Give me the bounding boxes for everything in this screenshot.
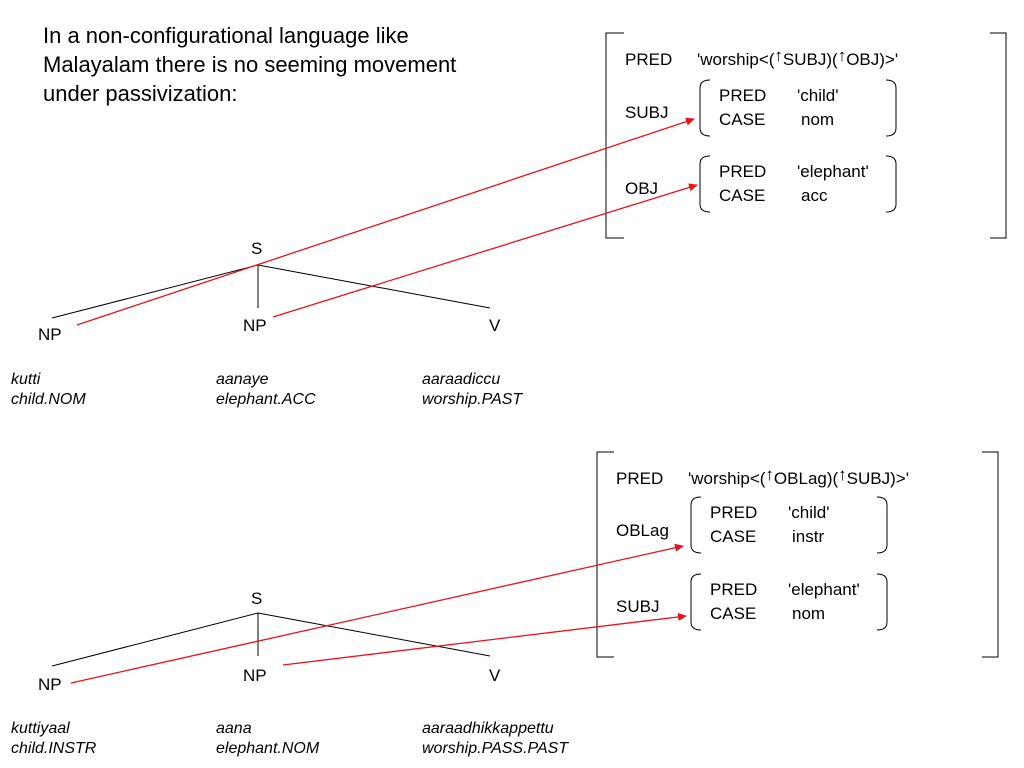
active-word-1: kutti child.NOM bbox=[11, 370, 86, 410]
active-fs-obj-case-attr: CASE bbox=[719, 186, 766, 205]
active-word-2: aanaye elephant.ACC bbox=[216, 370, 316, 410]
active-fs-subj-case-attr: CASE bbox=[719, 110, 766, 129]
active-fs-subj-attr: SUBJ bbox=[625, 103, 669, 122]
active-obj-left-bracket bbox=[699, 155, 711, 213]
passive-fs-pred-value-arg1: OBLag)( bbox=[773, 469, 839, 488]
up-arrow-icon: ↑ bbox=[765, 465, 774, 484]
intro-text: In a non-configurational language like M… bbox=[43, 21, 563, 108]
passive-fs-oblag-pred-value: 'child' bbox=[788, 503, 830, 522]
passive-fs-outer-right-bracket bbox=[982, 451, 999, 658]
intro-line-3: under passivization: bbox=[43, 81, 238, 106]
active-fs-outer-left-bracket bbox=[605, 32, 624, 239]
active-node-np-subject: NP bbox=[38, 325, 62, 344]
passive-fs-oblag-case-value: instr bbox=[792, 527, 825, 546]
passive-fs-subj-case-attr: CASE bbox=[710, 604, 757, 623]
active-fs-subj-pred-value: 'child' bbox=[797, 86, 839, 105]
active-fs-pred-value-arg2: OBJ)>' bbox=[846, 50, 899, 69]
intro-line-2: Malayalam there is no seeming movement bbox=[43, 52, 457, 77]
active-fs-subj-pred-attr: PRED bbox=[719, 86, 767, 105]
active-fs-outer-bracket bbox=[605, 32, 1007, 239]
passive-word-2: aana elephant.NOM bbox=[216, 719, 319, 759]
passive-arrow-subj bbox=[282, 612, 687, 666]
active-word-3-gloss: worship.PAST bbox=[422, 391, 523, 408]
active-node-s: S bbox=[251, 239, 263, 258]
passive-fs-outer-left-bracket bbox=[596, 451, 614, 658]
passive-fs-subj-pred-value: 'elephant' bbox=[788, 580, 860, 599]
active-word-3: aaraadiccu worship.PAST bbox=[422, 370, 522, 410]
passive-branch-v bbox=[257, 612, 491, 657]
passive-node-np-subject: NP bbox=[243, 666, 267, 685]
passive-fs-subj-pred-attr: PRED bbox=[710, 580, 758, 599]
passive-word-3-gloss: worship.PASS.PAST bbox=[422, 740, 569, 757]
active-branch-np-left bbox=[51, 264, 259, 319]
active-fs-obj-case-value: acc bbox=[801, 186, 828, 205]
passive-fs-subj-case-value: nom bbox=[792, 604, 826, 623]
active-tree bbox=[51, 264, 491, 319]
passive-word-3-form: aaraadhikkappettu bbox=[422, 720, 554, 737]
active-node-np-object: NP bbox=[243, 316, 267, 335]
passive-word-2-form: aana bbox=[216, 720, 252, 737]
active-word-2-form: aanaye bbox=[216, 371, 269, 388]
active-fs-pred-value-arg1: SUBJ)( bbox=[782, 50, 838, 69]
passive-word-1-gloss: child.INSTR bbox=[11, 740, 97, 757]
passive-subj-right-bracket bbox=[876, 573, 888, 631]
passive-node-v: V bbox=[489, 666, 501, 685]
passive-word-3: aaraadhikkappettu worship.PASS.PAST bbox=[422, 719, 568, 759]
passive-node-np-agent: NP bbox=[38, 675, 62, 694]
active-arrow-subj bbox=[76, 117, 695, 326]
passive-oblag-right-bracket bbox=[876, 496, 888, 554]
active-subj-right-bracket bbox=[885, 79, 897, 137]
passive-node-s: S bbox=[251, 589, 263, 608]
passive-word-1: kuttiyaal child.INSTR bbox=[11, 719, 96, 759]
up-arrow-icon: ↑ bbox=[837, 46, 847, 65]
active-word-1-form: kutti bbox=[11, 371, 41, 388]
passive-word-2-gloss: elephant.NOM bbox=[216, 740, 320, 757]
active-arrow-obj bbox=[272, 183, 698, 318]
up-arrow-icon: ↑ bbox=[774, 46, 783, 65]
passive-fs-oblag-case-attr: CASE bbox=[710, 527, 757, 546]
passive-subj-left-bracket bbox=[690, 573, 702, 631]
active-fs-pred-value: 'worship<(↑SUBJ)(↑OBJ)>' bbox=[697, 46, 899, 70]
active-fs-obj-attr: OBJ bbox=[625, 179, 659, 198]
active-fs-subj-case-value: nom bbox=[801, 110, 835, 129]
active-node-v: V bbox=[489, 316, 501, 335]
active-fs-outer-right-bracket bbox=[990, 32, 1007, 239]
passive-fs-subj-attr: SUBJ bbox=[616, 597, 660, 616]
active-word-2-gloss: elephant.ACC bbox=[216, 391, 316, 408]
active-fs-obj-pred-value: 'elephant' bbox=[797, 162, 869, 181]
passive-tree bbox=[51, 612, 491, 667]
active-fs-pred-value-start: 'worship<( bbox=[697, 50, 775, 69]
active-obj-right-bracket bbox=[885, 155, 897, 213]
intro-line-1: In a non-configurational language like bbox=[43, 23, 409, 48]
passive-fs-oblag-attr: OBLag bbox=[616, 521, 669, 540]
passive-fs-oblag-pred-attr: PRED bbox=[710, 503, 758, 522]
active-fs-obj-pred-attr: PRED bbox=[719, 162, 767, 181]
passive-fs-pred-value-arg2: SUBJ)>' bbox=[846, 469, 909, 488]
passive-fs-pred-value-start: 'worship<( bbox=[688, 469, 766, 488]
active-branch-v bbox=[257, 264, 491, 309]
passive-oblag-left-bracket bbox=[690, 496, 702, 554]
passive-fs-pred-attr: PRED bbox=[616, 469, 664, 488]
passive-arrow-oblag bbox=[70, 543, 684, 684]
active-word-3-form: aaraadiccu bbox=[422, 371, 501, 388]
active-word-1-gloss: child.NOM bbox=[11, 391, 86, 408]
passive-fs-outer-bracket bbox=[596, 451, 999, 658]
passive-word-1-form: kuttiyaal bbox=[11, 720, 70, 737]
active-fs-pred-attr: PRED bbox=[625, 50, 673, 69]
passive-branch-np-left bbox=[51, 612, 259, 667]
passive-fs-pred-value: 'worship<(↑OBLag)(↑SUBJ)>' bbox=[688, 465, 909, 489]
up-arrow-icon: ↑ bbox=[838, 465, 847, 484]
active-subj-left-bracket bbox=[699, 79, 711, 137]
